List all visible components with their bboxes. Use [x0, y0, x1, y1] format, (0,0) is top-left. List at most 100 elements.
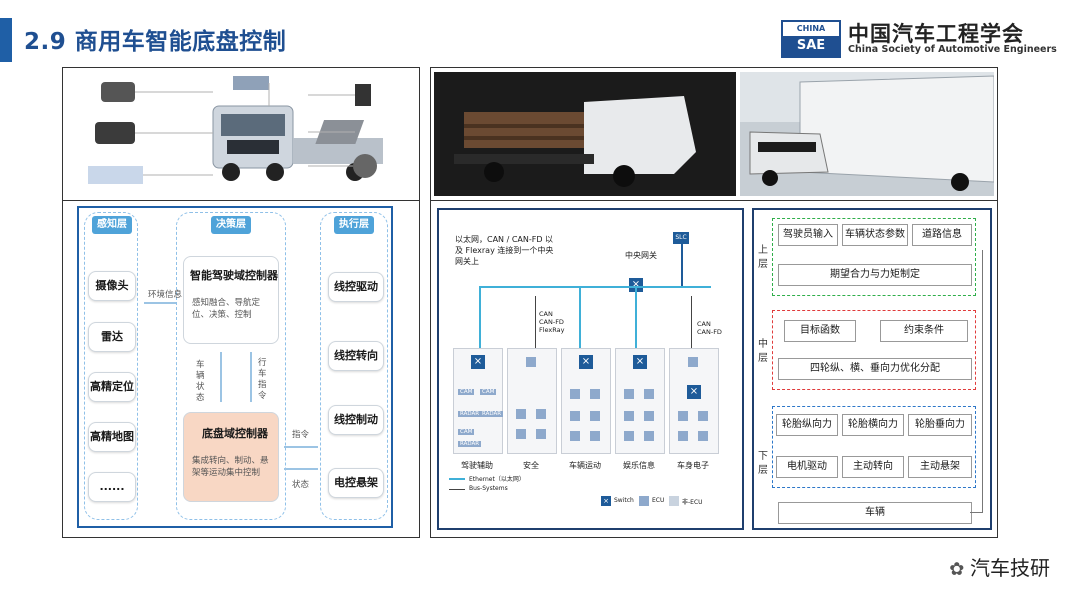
sense-layer-tag: 感知层 [92, 216, 132, 234]
watermark-text: 汽车技研 [970, 556, 1050, 580]
legend-eth: Ethernet（以太网） [469, 476, 525, 483]
road-info-box: 道路信息 [912, 224, 972, 246]
gateway-label: 中央网关 [625, 251, 657, 260]
cmd-label: 指令 [292, 430, 310, 440]
adas-sensor-radar: RADAR [458, 411, 482, 417]
safety-ecu-4 [516, 429, 526, 439]
body-switch: ⨯ [687, 385, 701, 399]
watermark: ✿ 汽车技研 [949, 552, 1050, 581]
wechat-icon: ✿ [949, 559, 970, 580]
legend-switch-icon: ⨯ [601, 496, 611, 506]
bus-label-1: CAN CAN-FD FlexRay [539, 310, 565, 334]
vehicle-state-box: 车辆状态参数 [842, 224, 908, 246]
actuator-drive: 线控驱动 [328, 272, 384, 302]
chassis-title: 底盘域控制器 [202, 427, 268, 440]
org-name-en: China Society of Automotive Engineers [848, 44, 1057, 55]
org-name-cn: 中国汽车工程学会 [848, 22, 1024, 46]
zone-label-body: 车身电子 [677, 461, 709, 470]
state-arrow [284, 468, 318, 470]
body-ecu-4 [678, 431, 688, 441]
decision-layer [176, 212, 286, 520]
up-arrow [220, 352, 222, 402]
legend-bus: Bus-Systems [469, 485, 508, 492]
body-ecu-2 [678, 411, 688, 421]
lower-layer-group [772, 406, 976, 488]
central-gateway-switch: ⨯ [629, 278, 643, 292]
legend-nonecu-icon [669, 496, 679, 506]
feedback-stub [970, 512, 983, 513]
tire-vert-box: 轮胎垂向力 [908, 414, 972, 436]
info-ecu-6 [644, 431, 654, 441]
upper-level-label: 上 层 [758, 245, 768, 270]
info-ecu-1 [624, 389, 634, 399]
force-distribution-diagram: 上 层 驾驶员输入 车辆状态参数 道路信息 期望合力与力矩制定 中 层 目标函数… [752, 208, 992, 530]
down-arrow [250, 352, 252, 402]
sae-logo: CHINA SAE [781, 20, 841, 58]
chassis-controller: 底盘域控制器 集成转向、制动、悬架等运动集中控制 [183, 412, 279, 502]
infotainment-switch: ⨯ [633, 355, 647, 369]
mid-layer-group [772, 310, 976, 390]
active-susp-box: 主动悬架 [908, 456, 972, 478]
body-ecu-5 [698, 431, 708, 441]
autonomous-trailer-photo [740, 72, 995, 196]
exec-layer [320, 212, 388, 520]
adas-sensor-cam: CAM [458, 389, 475, 395]
motion-ecu-3 [570, 411, 580, 421]
adc-desc: 感知融合、导航定位、决策、控制 [192, 298, 261, 320]
info-ecu-4 [644, 411, 654, 421]
eth-drop-1 [479, 286, 481, 356]
zone-safety [507, 348, 557, 454]
adas-sensor-radar-2: RADAR [480, 411, 504, 417]
mid-level-label: 中 层 [758, 339, 768, 364]
sensor-more: ...... [88, 472, 136, 502]
sensor-positioning: 高精定位 [88, 372, 136, 402]
motion-ecu-1 [570, 389, 580, 399]
actuator-steer: 线控转向 [328, 341, 384, 371]
page-title: 2.9 商用车智能底盘控制 [24, 29, 287, 55]
legend-eth-line [449, 478, 465, 480]
chassis-desc: 集成转向、制动、悬架等运动集中控制 [192, 456, 269, 478]
safety-ecu-2 [516, 409, 526, 419]
title-accent-bar [0, 18, 12, 62]
bus-line-1 [535, 296, 536, 356]
zone-label-adas: 驾驶辅助 [461, 461, 493, 470]
logo-top-text: CHINA [796, 24, 826, 33]
safety-ecu-3 [536, 409, 546, 419]
info-ecu-3 [624, 411, 634, 421]
drive-cmd-label: 行车指令 [258, 358, 267, 401]
actuator-brake: 线控制动 [328, 405, 384, 435]
body-ecu [688, 357, 698, 367]
safety-ecu-5 [536, 429, 546, 439]
zone-body: ⨯ [669, 348, 719, 454]
force-allocation-box: 四轮纵、横、垂向力优化分配 [778, 358, 972, 380]
network-diagram: 以太网，CAN / CAN-FD 以及 Flexray 连接到一个中央网关上 S… [437, 208, 744, 530]
zone-infotainment: ⨯ [615, 348, 665, 454]
state-label: 状态 [292, 480, 310, 490]
motor-drive-box: 电机驱动 [776, 456, 838, 478]
bus-label-2: CAN CAN-FD [697, 320, 722, 336]
exec-layer-tag: 执行层 [334, 216, 374, 234]
adas-sensor-cam-3: CAM [458, 429, 475, 435]
info-ecu-2 [644, 389, 654, 399]
slc-box: SLC [673, 232, 689, 244]
motion-ecu-2 [590, 389, 600, 399]
bus-line-2 [691, 296, 692, 356]
eth-drop-4 [635, 286, 637, 356]
legend-nonecu: 非-ECU [682, 499, 703, 506]
objective-box: 目标函数 [784, 320, 856, 342]
sensor-radar: 雷达 [88, 322, 136, 352]
desired-force-box: 期望合力与力矩制定 [778, 264, 972, 286]
truck-components-panel [62, 67, 420, 201]
network-note: 以太网，CAN / CAN-FD 以及 Flexray 连接到一个中央网关上 [455, 235, 554, 266]
info-ecu-5 [624, 431, 634, 441]
body-ecu-3 [698, 411, 708, 421]
backbone-ethernet [479, 286, 711, 288]
adc-controller: 智能驾驶域控制器 感知融合、导航定位、决策、控制 [183, 256, 279, 344]
upper-layer-group [772, 218, 976, 296]
motion-ecu-5 [570, 431, 580, 441]
vehicle-state-label: 车辆状态 [196, 360, 205, 403]
active-steer-box: 主动转向 [842, 456, 904, 478]
sense-layer [84, 212, 138, 520]
adas-sensor-cam-2: CAM [480, 389, 497, 395]
zone-label-motion: 车辆运动 [569, 461, 601, 470]
